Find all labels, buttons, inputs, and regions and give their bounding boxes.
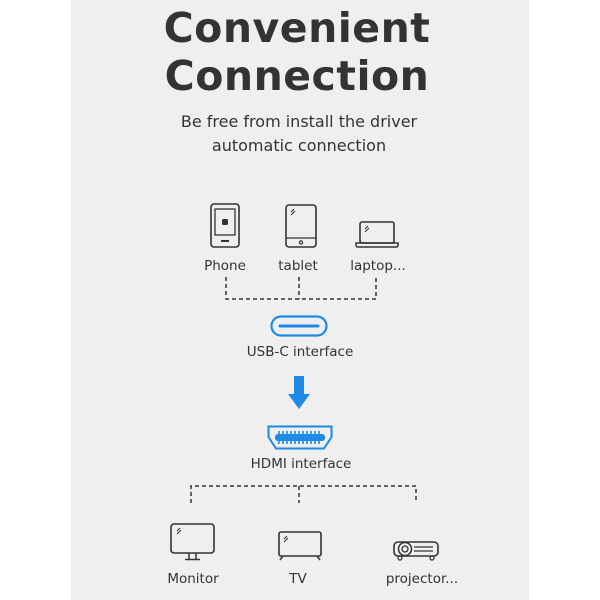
source-label-tablet: tablet [278, 258, 318, 274]
target-label-monitor: Monitor [167, 571, 219, 587]
laptop-icon [355, 221, 399, 248]
phone-icon [210, 203, 240, 248]
hdmi-port-icon [267, 425, 333, 450]
target-label-projector: projector... [385, 571, 459, 587]
source-label-laptop: laptop... [350, 258, 406, 274]
tablet-icon [285, 204, 317, 248]
hdmi-label: HDMI interface [250, 456, 352, 472]
monitor-icon [170, 523, 215, 561]
usb-c-port-icon [270, 315, 328, 337]
usb-c-label: USB-C interface [246, 344, 354, 360]
infographic-panel [71, 0, 529, 600]
target-label-tv: TV [289, 571, 307, 587]
title-line-2: Connection [164, 52, 430, 100]
tv-icon [278, 531, 322, 561]
source-label-phone: Phone [204, 258, 246, 274]
projector-icon [393, 541, 439, 561]
subtitle-line-2: automatic connection [211, 136, 387, 155]
subtitle-line-1: Be free from install the driver [180, 112, 418, 131]
arrow-down-icon [288, 376, 310, 409]
title-line-1: Convenient [163, 4, 431, 52]
